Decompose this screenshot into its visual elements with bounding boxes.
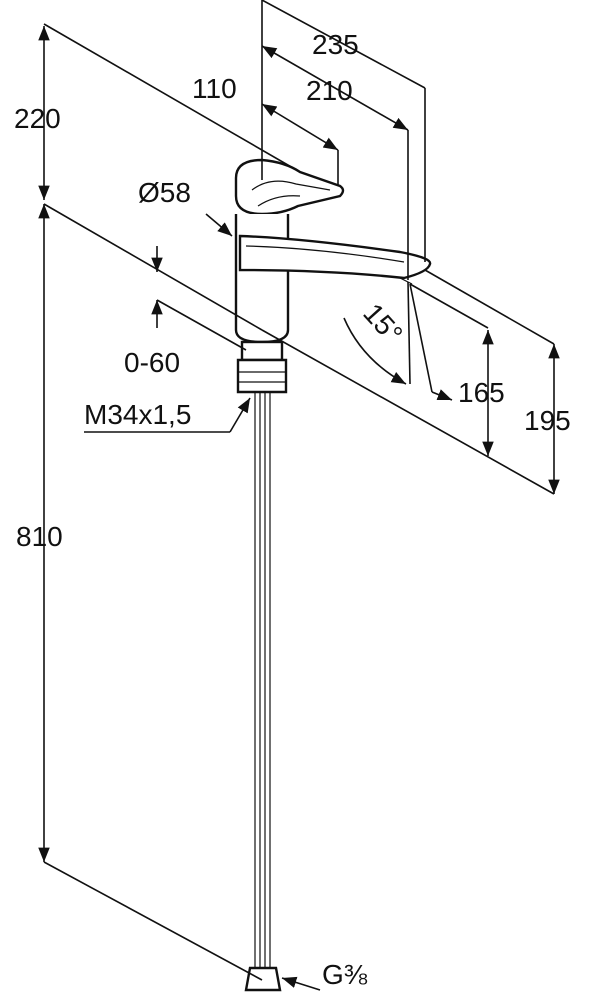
supply-hose (254, 392, 271, 968)
dim-165: 165 (458, 377, 505, 408)
dim-15-degree: 15° (357, 297, 408, 349)
dim-235: 235 (312, 29, 359, 60)
dim-220: 220 (14, 103, 61, 134)
faucet-base (240, 340, 284, 362)
lever-handle (234, 158, 345, 216)
dim-0-60: 0-60 (124, 347, 180, 378)
dim-110: 110 (192, 73, 237, 104)
dimension-lines (38, 0, 560, 991)
dim-210: 210 (306, 75, 353, 106)
hose-connector (244, 966, 282, 992)
spout (238, 234, 432, 280)
dim-58: Ø58 (138, 177, 191, 208)
dim-810: 810 (16, 521, 63, 552)
dim-m34: M34x1,5 (84, 399, 191, 430)
dimension-labels: 235 210 110 220 Ø58 0-60 M34x1,5 810 15°… (14, 29, 571, 990)
mounting-nut (236, 358, 288, 394)
dim-g38: G⅜ (322, 959, 368, 990)
dim-195: 195 (524, 405, 571, 436)
faucet-cylinder (234, 214, 290, 344)
faucet-body (234, 158, 432, 992)
